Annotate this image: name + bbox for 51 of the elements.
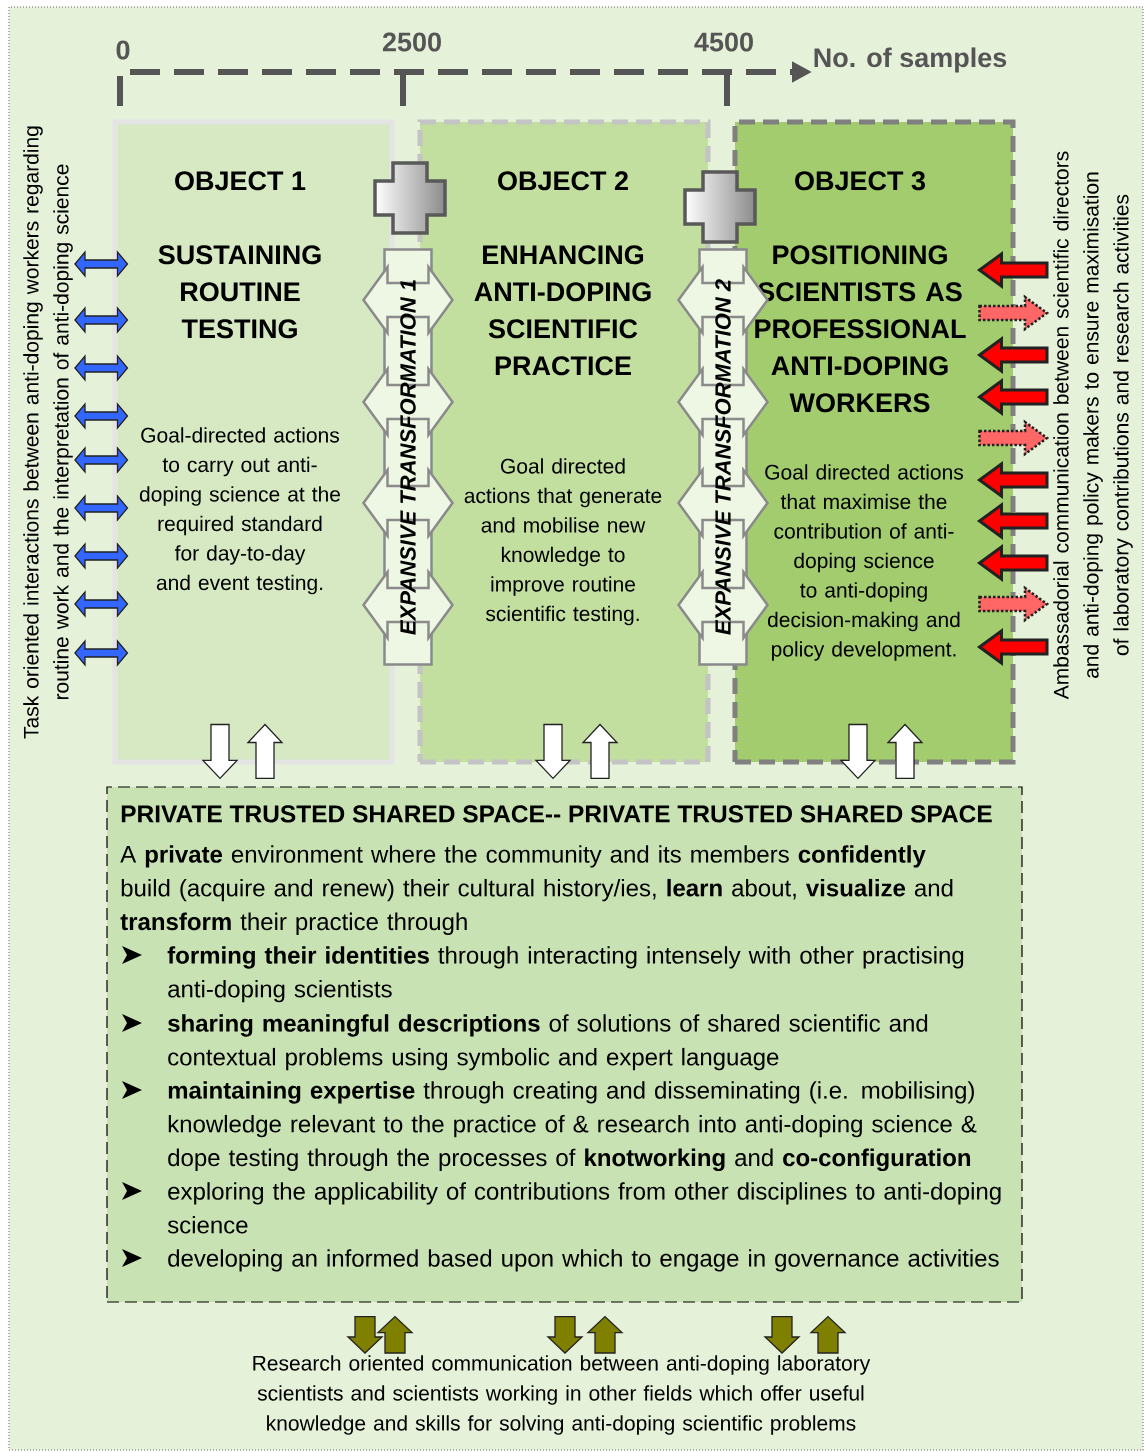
object-label: OBJECT 2 [498, 171, 628, 191]
bar-label: EXPANSIVE TRANSFORMATION 1 [400, 280, 416, 635]
arrow [976, 336, 1049, 374]
arrow [886, 723, 924, 780]
heading: PRIVATE TRUSTED SHARED SPACE-- PRIVATE TRUSTED SHARED SPACE [121, 805, 992, 823]
arrow [976, 628, 1049, 666]
rotated-caption: Ambassadorial communication between scientific directors and anti-doping policy makers to ensure maximisation of laboratory contributions and research activities [1053, 151, 1133, 700]
arrow [976, 378, 1049, 416]
arrow [976, 544, 1049, 582]
double-arrow [74, 542, 129, 570]
arrow [978, 419, 1050, 457]
arrow [763, 1315, 801, 1354]
double-arrow [74, 446, 129, 474]
double-arrow [74, 590, 129, 618]
object-heading: POSITIONING SCIENTISTS AS PROFESSIONAL ANTI-DOPING WORKERS [755, 245, 966, 413]
arrow [534, 723, 572, 780]
arrow [246, 723, 284, 780]
arrow [809, 1315, 847, 1354]
double-arrow [74, 250, 129, 278]
arrow [201, 723, 239, 780]
arrow [976, 502, 1049, 540]
arrow [978, 294, 1050, 332]
object-heading: ENHANCING ANTI-DOPING SCIENTIFIC PRACTICE [474, 245, 651, 376]
arrow [346, 1315, 384, 1354]
axis-title: No. of samples [814, 47, 1007, 73]
object-label: OBJECT 3 [795, 171, 925, 191]
bar-label: EXPANSIVE TRANSFORMATION 2 [715, 279, 731, 635]
rotated-caption: Task oriented interactions between anti-doping workers regarding routine work and the interpretation of anti-doping science [23, 126, 73, 739]
object-heading: SUSTAINING ROUTINE TESTING [158, 245, 321, 339]
arrow [976, 251, 1049, 289]
description: Goal directed actions that maximise the contribution of anti-doping science to anti-doping decision-making and policy development. [765, 464, 963, 661]
axis-tick-label: 0 [116, 40, 130, 60]
double-arrow [74, 494, 129, 522]
double-arrow [74, 306, 129, 334]
arrow [546, 1315, 584, 1354]
double-arrow [74, 402, 129, 430]
double-arrow [74, 354, 129, 382]
arrow [376, 1315, 414, 1354]
bullet-item: developing an informed based upon which to engage in governance activities [168, 1249, 999, 1272]
arrow [839, 723, 877, 780]
axis-tick-label: 2500 [382, 32, 441, 52]
arrow [976, 461, 1049, 499]
object-label: OBJECT 1 [175, 171, 306, 191]
axis-tick-label: 4500 [694, 32, 753, 52]
arrow [978, 585, 1050, 623]
arrow [586, 1315, 624, 1354]
description: Goal directed actions that generate and mobilise new knowledge to improve routine scientific testing. [464, 458, 662, 626]
double-arrow [74, 639, 129, 667]
caption-text: Research oriented communication between anti-doping laboratory scientists and scientists working in other fields which offer useful knowledge and skills for solving anti-doping scientific problems [253, 1355, 871, 1435]
description: Goal-directed actions to carry out anti-doping science at the required standard for day-to-day and event testing. [139, 427, 340, 595]
arrow [581, 723, 619, 780]
